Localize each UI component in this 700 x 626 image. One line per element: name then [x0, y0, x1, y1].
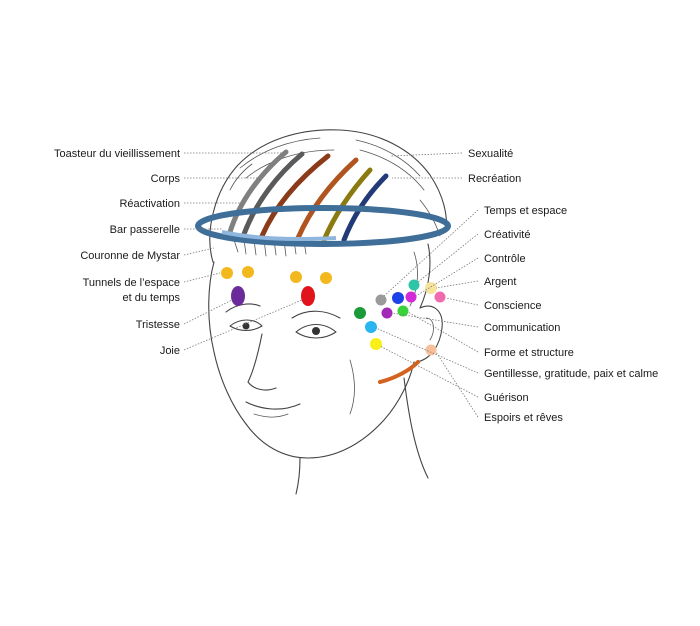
- label-corps: Corps: [151, 173, 181, 185]
- dot-guerison: [370, 338, 382, 350]
- dot-argent: [425, 282, 437, 294]
- leader-lines-right: [375, 152, 479, 418]
- dot-communication-green: [354, 307, 366, 319]
- strip-gray-2: [241, 151, 305, 237]
- label-reactivation: Réactivation: [119, 198, 180, 210]
- bar-passerelle-band: [221, 230, 337, 242]
- energy-dots: [221, 266, 446, 356]
- label-tristesse: Tristesse: [136, 319, 180, 331]
- dot-gentillesse-sky: [365, 321, 377, 333]
- label-toasteur: Toasteur du vieillissement: [54, 148, 180, 160]
- crown-strips: [227, 149, 389, 243]
- dot-temps-espace: [375, 294, 387, 306]
- dot-controle-blue: [392, 292, 404, 304]
- dot-forme-green: [397, 305, 409, 317]
- label-temps-espace: Temps et espace: [484, 205, 567, 217]
- dot-tunnels-4: [320, 272, 332, 284]
- dot-conscience: [434, 291, 446, 303]
- strip-navy: [341, 173, 389, 243]
- dot-tunnels-2: [242, 266, 254, 278]
- label-tunnels-line1: Tunnels de l’espace: [83, 277, 180, 289]
- label-gentillesse: Gentillesse, gratitude, paix et calme: [484, 368, 658, 380]
- label-bar-passerelle: Bar passerelle: [110, 224, 180, 236]
- strip-orange: [295, 157, 359, 241]
- strip-gray-1: [227, 149, 289, 235]
- label-argent: Argent: [484, 276, 516, 288]
- label-controle: Contrôle: [484, 253, 526, 265]
- dot-controle-magenta: [405, 291, 417, 303]
- label-tunnels-line2: et du temps: [123, 292, 181, 304]
- label-communication: Communication: [484, 322, 560, 334]
- labels-left: Toasteur du vieillissement Corps Réactiv…: [54, 148, 180, 357]
- label-espoirs-reves: Espoirs et rêves: [484, 412, 563, 424]
- strip-brown: [259, 153, 331, 239]
- labels-right: Sexualité Recréation Temps et espace Cré…: [468, 148, 658, 424]
- crown-band-icon: [195, 205, 451, 247]
- label-conscience: Conscience: [484, 300, 541, 312]
- label-couronne-mystar: Couronne de Mystar: [80, 250, 180, 262]
- dot-tunnels-3: [290, 271, 302, 283]
- label-forme-structure: Forme et structure: [484, 347, 574, 359]
- strip-olive: [321, 167, 373, 243]
- neck-band: [378, 360, 420, 384]
- dot-tristesse: [231, 286, 245, 306]
- label-guerison: Guérison: [484, 392, 529, 404]
- dot-creativite: [408, 279, 420, 291]
- label-creativite: Créativité: [484, 229, 530, 241]
- dot-espoirs: [425, 344, 437, 356]
- label-sexualite: Sexualité: [468, 148, 513, 160]
- leader-lines-left: [183, 152, 303, 351]
- dot-joie: [301, 286, 315, 306]
- dot-communication-violet: [381, 307, 393, 319]
- dot-tunnels-1: [221, 267, 233, 279]
- label-joie: Joie: [160, 345, 180, 357]
- head-sketch-icon: [208, 129, 448, 495]
- label-recreation: Recréation: [468, 173, 521, 185]
